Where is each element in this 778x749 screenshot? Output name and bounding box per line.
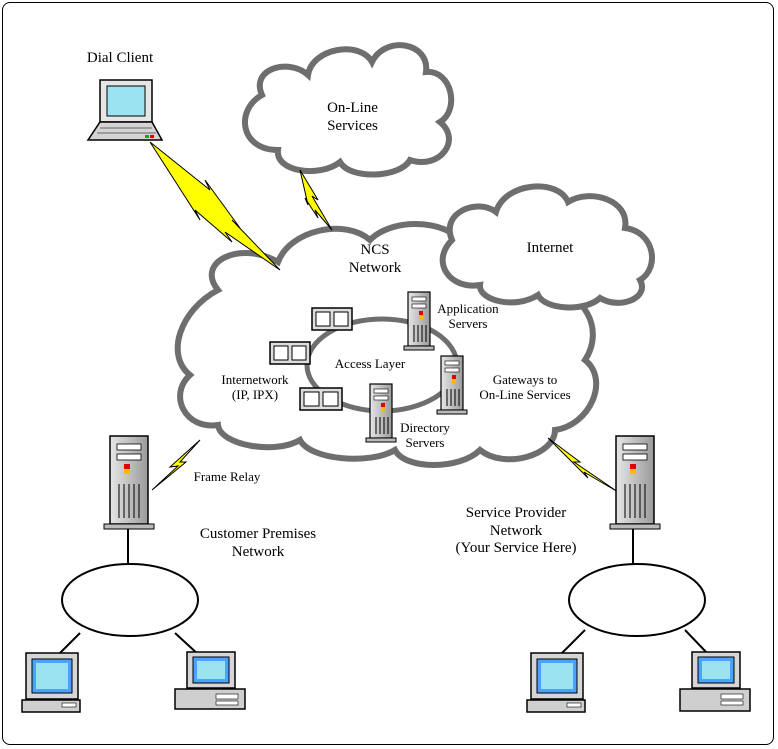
- customer-premises-server-icon: [103, 435, 155, 530]
- dial-client-laptop-icon: [86, 79, 164, 141]
- internetwork-label: Internetwork (IP, IPX): [221, 372, 289, 403]
- lightning-online-services: [299, 169, 333, 231]
- online-services-cloud: [242, 42, 455, 178]
- gateway-server-icon: [436, 355, 468, 415]
- customer-premises-label: Customer Premises Network: [199, 526, 317, 560]
- frame-relay-label: Frame Relay: [193, 469, 261, 484]
- internet-label: Internet: [526, 240, 574, 256]
- lan-link-right-1: [559, 629, 586, 656]
- switch-icon-bottom: [299, 387, 343, 411]
- access-layer-label: Access Layer: [334, 356, 406, 371]
- customer-pc-right-icon: [174, 651, 246, 710]
- ncs-network-label: NCS Network: [348, 242, 402, 276]
- directory-servers-label: Directory Servers: [400, 420, 450, 451]
- application-servers-label: Application Servers: [437, 301, 499, 332]
- service-provider-server-icon: [609, 435, 661, 530]
- provider-pc-right-icon: [679, 651, 751, 712]
- provider-pc-left-icon: [526, 652, 586, 713]
- switch-icon-top: [311, 307, 353, 331]
- lightning-service-provider: [547, 437, 619, 493]
- dial-client-label: Dial Client: [86, 50, 154, 66]
- customer-lan-ellipse: [61, 563, 199, 637]
- lightning-frame-relay: [151, 439, 201, 491]
- provider-lan-ellipse: [568, 563, 706, 637]
- internet-cloud: [439, 183, 655, 311]
- application-server-icon: [403, 291, 435, 351]
- gateways-label: Gateways to On-Line Services: [479, 372, 571, 403]
- switch-icon-middle: [269, 341, 311, 365]
- directory-server-icon: [365, 383, 397, 443]
- service-provider-label: Service Provider Network (Your Service H…: [455, 505, 577, 557]
- lightning-dial-client: [149, 141, 281, 271]
- customer-pc-left-icon: [21, 652, 81, 713]
- lan-link-right-2: [684, 629, 709, 655]
- online-services-label: On-Line Services: [327, 100, 378, 134]
